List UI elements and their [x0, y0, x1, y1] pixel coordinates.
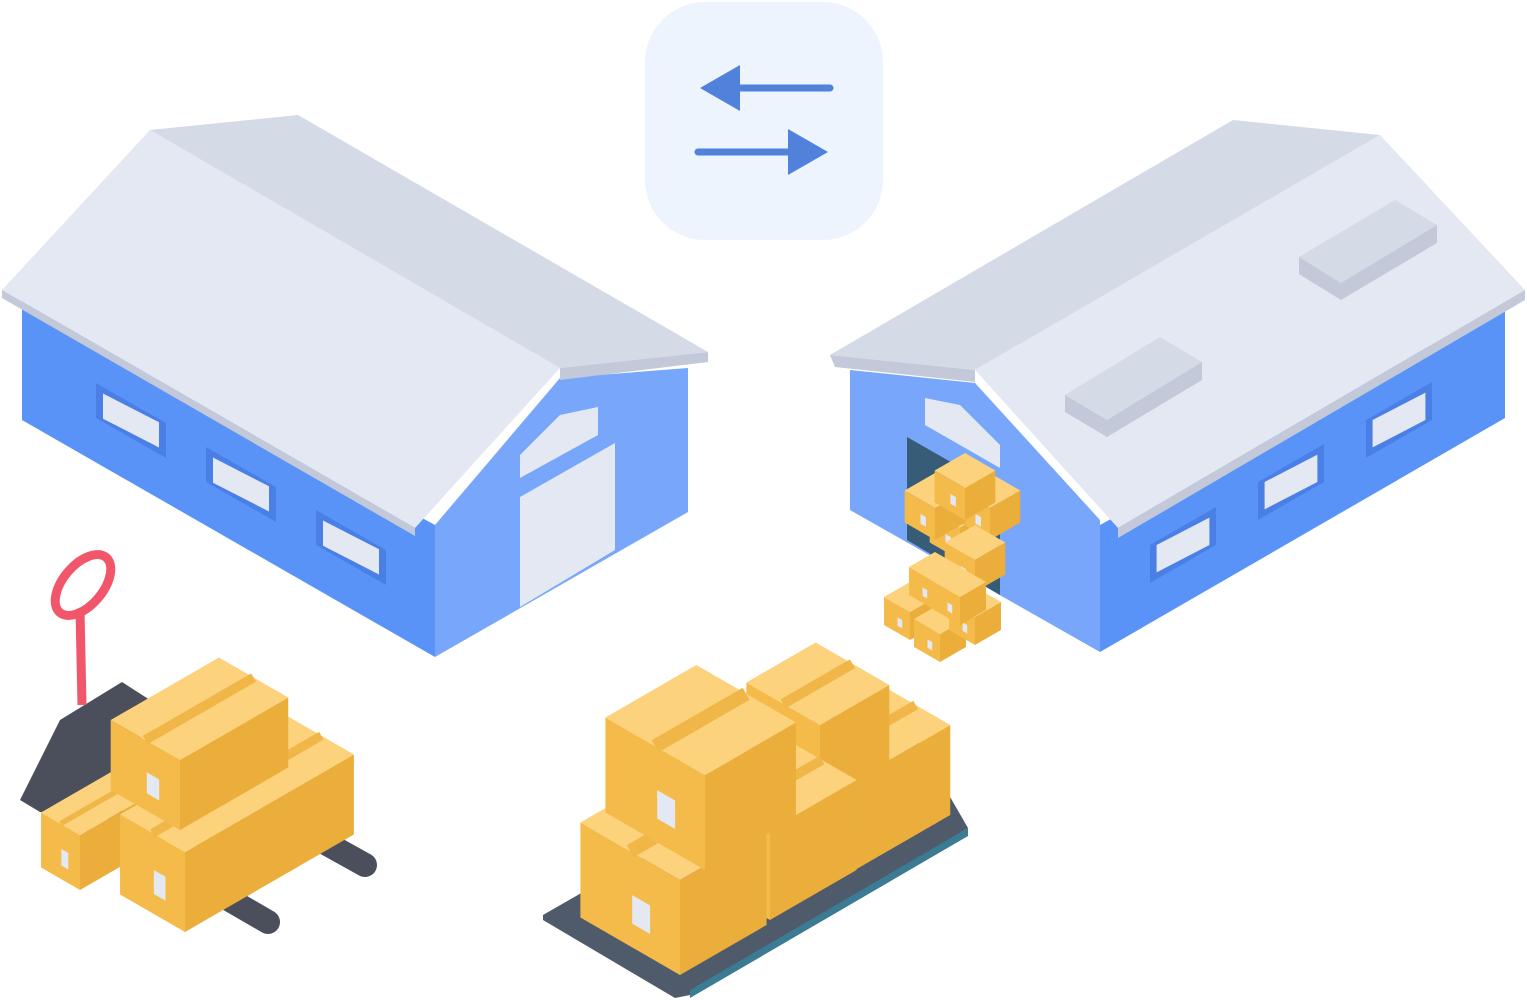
ground-box-4-label	[922, 587, 928, 599]
box-stack-icon	[580, 642, 951, 975]
jack-box-1-label	[61, 848, 69, 870]
skylight-1-side-2	[1107, 362, 1202, 437]
pallet-jack-shaft	[75, 609, 87, 706]
pallet-box-upper-front-label	[657, 790, 676, 829]
pallet-jack-handle	[50, 550, 116, 620]
arrow-right-head	[788, 129, 828, 175]
left-warehouse-roof-front	[2, 130, 560, 528]
skylight-2-side	[1299, 257, 1341, 300]
left-warehouse-roof-back	[150, 115, 708, 368]
door-box-5-right-face	[975, 542, 1006, 592]
pallet-box-upper-front-tape	[651, 687, 750, 753]
door-box-5-top-face	[944, 525, 1006, 560]
ground-box-3-right-face	[975, 602, 1001, 645]
right-warehouse-window-3-glass	[1372, 392, 1426, 448]
jack-box-3	[110, 657, 289, 830]
ground-box-2-left-face	[914, 619, 940, 662]
door-box-2-right-face	[990, 490, 1021, 540]
skylight-1	[1065, 337, 1202, 420]
pallet-box-mid-right-face	[770, 780, 857, 920]
ground-box-5-left-face	[934, 582, 960, 625]
ground-box-4-left-face	[909, 567, 935, 610]
ground-box-5-right-face	[960, 582, 986, 625]
door-box-4-label	[950, 494, 956, 507]
door-box-4	[934, 453, 996, 520]
pallet-box-upper-front-right-face	[705, 722, 796, 870]
badge-background	[645, 2, 883, 240]
warehouse-right-icon	[830, 120, 1525, 652]
left-warehouse-window-3-glass	[323, 520, 379, 575]
arrow-left-head	[700, 65, 740, 111]
pallet-box-front-right-face	[680, 830, 767, 975]
door-box-4-right-face	[965, 470, 996, 520]
jack-box-1-left-face	[41, 812, 80, 890]
pallet-edge	[690, 828, 968, 998]
pallet-box-upper-back-tape	[780, 659, 856, 709]
right-warehouse-window-1-glass	[1156, 517, 1210, 573]
left-warehouse-door	[520, 443, 615, 607]
pallet-box-front-label	[632, 895, 651, 934]
left-warehouse-gable-window	[520, 407, 598, 478]
pallet-box-back-right-face	[855, 725, 951, 870]
right-warehouse-window-2-glass	[1264, 454, 1318, 510]
ground-box-5-label	[947, 602, 953, 614]
transfer-arrows-icon	[645, 2, 883, 240]
ground-box-1-left-face	[884, 597, 910, 640]
left-warehouse-roof-edge-2	[560, 352, 708, 380]
right-warehouse-gable-window	[925, 398, 1000, 468]
pallet-jack-fork-1	[218, 888, 280, 934]
left-warehouse-roof-edge	[2, 290, 415, 536]
door-box-3-left-face	[904, 490, 935, 540]
skylight-1-side	[1065, 395, 1107, 437]
warehouse-left-icon	[2, 115, 708, 657]
jack-box-3-left-face	[110, 720, 180, 830]
right-warehouse-roof-back	[830, 120, 1380, 370]
ground-box-5-top-face	[934, 567, 986, 597]
ground-box-2-label	[927, 639, 933, 651]
jack-box-3-label	[146, 772, 160, 801]
ground-box-3-label	[962, 622, 968, 634]
ground-box-5	[934, 567, 986, 625]
left-warehouse-window-1-glass	[103, 393, 159, 448]
box-stack-icon	[41, 657, 354, 932]
door-boxes	[884, 453, 1021, 662]
pallet-box-front-left-face	[580, 822, 680, 975]
right-warehouse-roof-edge	[830, 355, 975, 382]
pallet-box-upper-front-left-face	[605, 717, 705, 870]
jack-box-2-left-face	[120, 814, 185, 932]
ground-box-1-label	[897, 617, 903, 629]
door-box-4-top-face	[934, 453, 996, 488]
left-warehouse-window-2-glass	[213, 457, 269, 512]
pallet-box-upper-front	[605, 665, 796, 870]
jack-box-2-right-face	[185, 754, 354, 932]
door-box-2-label	[975, 514, 981, 527]
skylight-2-side-2	[1341, 225, 1437, 300]
skylight-2	[1299, 200, 1437, 283]
door-box-3-label	[920, 514, 926, 527]
jack-box-2-label	[153, 870, 166, 901]
jack-box-3-tape	[142, 673, 257, 745]
jack-box-3-right-face	[180, 697, 289, 830]
right-warehouse-roof-edge-2	[1118, 290, 1525, 538]
door-box-4-left-face	[934, 470, 965, 520]
